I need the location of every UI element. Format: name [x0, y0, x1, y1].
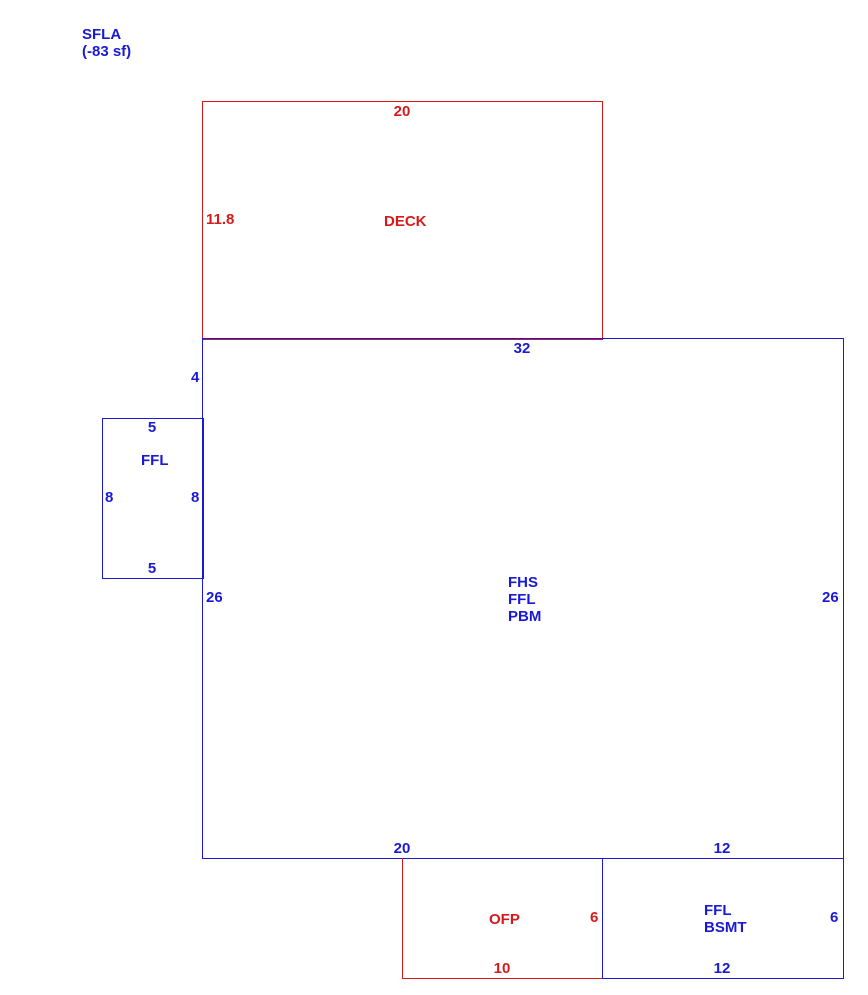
deck-outline [202, 101, 603, 340]
main-label: FHS FFL PBM [508, 574, 541, 625]
ofp-label: OFP [489, 911, 520, 928]
bsmt-label: FFL BSMT [704, 902, 747, 936]
main-bottom-left-dim: 20 [393, 840, 411, 857]
sfla-title: SFLA [82, 26, 122, 43]
side-bottom-dim: 5 [147, 560, 157, 577]
ofp-bottom-dim: 10 [493, 960, 511, 977]
deck-left-dim: 11.8 [206, 211, 235, 228]
main-label-line: PBM [508, 608, 542, 625]
sfla-area: (-83 sf) [82, 43, 132, 60]
main-label-line: FFL [508, 591, 536, 608]
main-label-line: FHS [508, 574, 538, 591]
deck-top-dim: 20 [393, 103, 411, 120]
main-left-lower-dim: 26 [206, 589, 223, 606]
main-house-outline [202, 338, 844, 859]
ofp-right-dim: 6 [590, 909, 599, 926]
ofp-outline [402, 858, 604, 979]
side-label: FFL [141, 452, 169, 469]
main-bottom-right-dim: 12 [713, 840, 731, 857]
deck-label: DECK [384, 213, 427, 230]
main-right-dim: 26 [822, 589, 839, 606]
side-top-dim: 5 [147, 419, 157, 436]
bsmt-outline [602, 858, 844, 979]
main-left-upper-dim: 4 [191, 369, 200, 386]
bsmt-bottom-dim: 12 [713, 960, 731, 977]
side-right-dim: 8 [191, 489, 200, 506]
bsmt-right-dim: 6 [830, 909, 839, 926]
side-left-dim: 8 [105, 489, 114, 506]
bsmt-label-line: FFL [704, 902, 732, 919]
side-room-outline [102, 418, 204, 579]
bsmt-label-line: BSMT [704, 919, 747, 936]
main-top-dim: 32 [513, 340, 531, 357]
